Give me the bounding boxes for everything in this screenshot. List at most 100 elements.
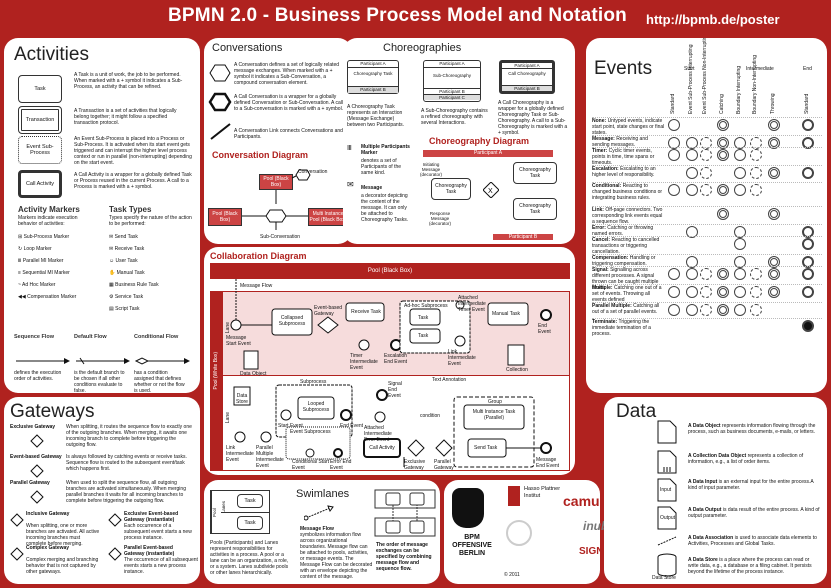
markers-list: ⊞ Sub-Process Marker ↻ Loop Marker Ⅲ Par… [18, 231, 76, 303]
event-symbol-icon [768, 137, 780, 149]
event-row-text: Catching all out of a set of parallel ev… [592, 303, 660, 315]
conversation-diagram-lines [242, 169, 311, 230]
script-task-icon: ▤ [109, 306, 116, 312]
swimlanes-pool-desc: Pools (Participants) and Lanes represent… [210, 540, 289, 576]
event-row-type: Escalation: [592, 166, 619, 172]
participant-a-header: Participant A [423, 150, 553, 157]
event-symbol-icon [802, 226, 814, 238]
choreography-task-upper: Choreography Task [513, 162, 557, 184]
logos-panel: BPM OFFENSIVE BERLIN Hasso Plattner Inst… [444, 480, 600, 584]
call-activity-desc: A Call Activity is a wrapper for a globa… [74, 172, 192, 190]
collaboration-title: Collaboration Diagram [210, 251, 307, 261]
participant-b-footer: Participant B [493, 234, 553, 240]
activities-title: Activities [14, 44, 89, 65]
group-label: Group [488, 399, 502, 405]
event-symbol-icon [750, 286, 762, 298]
event-symbol-icon [668, 268, 680, 280]
event-symbol-icon [668, 304, 680, 316]
call-conversation-desc: A Call Conversation is a wrapper for a g… [234, 94, 344, 112]
type-item: ▤ Script Task [109, 303, 159, 315]
service-task-icon: ⚙ [109, 294, 115, 300]
event-symbol-icon [802, 137, 814, 149]
event-row-text: Receiving and sending messages. [592, 136, 648, 148]
event-row-divider [592, 236, 822, 237]
event-row-type: Conditional: [592, 183, 622, 189]
message-start-event-label: Message Start Event [226, 335, 251, 347]
event-row-text: Catching or throwing named errors. [592, 225, 654, 237]
data-item-text: is an external input for the entire proc… [688, 479, 814, 491]
event-symbol-icon [768, 119, 780, 131]
manual-task-label: Manual Task [492, 311, 520, 317]
event-row-text: Signalling across different processes. A… [592, 267, 659, 291]
event-symbol-icon [668, 149, 680, 161]
marker-item: ≡ Sequential MI Marker [18, 267, 76, 279]
event-symbol-icon [802, 256, 814, 268]
event-symbol-icon [750, 137, 762, 149]
data-output-icon [657, 506, 677, 530]
conversation-label: Conversation [298, 169, 328, 175]
event-subprocess-shape: Event Sub-Process [18, 136, 62, 164]
type-label: Receive Task [114, 246, 145, 252]
text-annotation-label: Text Annotation [432, 377, 467, 383]
subprocess-label: Subprocess [300, 379, 327, 385]
gateway-icon [10, 513, 24, 527]
sub-conversation-label: Sub-Conversation [260, 234, 301, 240]
gateway-desc: The occurrence of all subsequent events … [124, 557, 198, 575]
gateway-title: Inclusive Gateway [26, 511, 70, 517]
call-activity-shape: Call Activity [18, 170, 62, 198]
poster-url[interactable]: http://bpmb.de/poster [646, 12, 780, 27]
marker-label: Sub-Process Marker [23, 234, 70, 240]
adhoc-task-lower-label: Task [418, 333, 429, 339]
marker-item: ⊞ Sub-Process Marker [18, 231, 76, 243]
event-symbol-icon [717, 184, 729, 196]
participant-a-band: Participant A [502, 63, 552, 69]
gateway-icon [30, 464, 44, 478]
event-symbol-icon [750, 184, 762, 196]
type-label: Script Task [115, 306, 140, 312]
type-item: ▦ Business Rule Task [109, 279, 159, 291]
marker-label: Sequential MI Marker [22, 270, 70, 276]
event-row-divider [592, 117, 822, 118]
event-row-type: Multiple: [592, 285, 613, 291]
partner-seal-logo [506, 520, 532, 546]
start-event-label: Start Event [278, 423, 303, 429]
transaction-shape: Transaction [18, 106, 62, 134]
conversation-diagram-title: Conversation Diagram [212, 150, 309, 160]
data-icons [657, 420, 677, 577]
type-label: Business Rule Task [115, 282, 159, 288]
event-row-text: Escalating to an higher level of respons… [592, 166, 656, 178]
event-symbol-icon [717, 286, 729, 298]
data-panel: Data Input Output Data Store A Data Obje… [604, 397, 827, 584]
gateway-icon [108, 513, 122, 527]
message-flow-icon [304, 505, 334, 521]
event-symbol-icon [717, 149, 729, 161]
event-row-desc: Escalation: Escalating to an higher leve… [592, 166, 666, 178]
event-symbol-icon [750, 167, 762, 179]
gateway-title: Parallel Event-based Gateway (instantiat… [124, 545, 175, 557]
message-flow-desc: symbolizes information flow across organ… [300, 532, 373, 580]
ad-hoc-marker-icon: ~ [18, 282, 23, 288]
copyright: © 2011 [504, 572, 520, 578]
event-row-desc: Message: Receiving and sending messages. [592, 136, 666, 148]
mi-task-label: Multi Instance Task (Parallel) [472, 409, 516, 421]
message-order-icon [374, 489, 436, 537]
event-col-header: Boundary Non-Interrupting [752, 55, 758, 114]
call-activity-label: Call Activity [369, 445, 395, 451]
gateway-title: Exclusive Gateway [10, 424, 56, 430]
event-symbol-icon [734, 226, 746, 238]
message-end-label: Message End Event [536, 457, 560, 469]
sequential-mi-marker-icon: ≡ [18, 270, 23, 276]
data-item-title: A Data Store [688, 557, 718, 563]
data-item-desc: A Data Store is a place where the proces… [688, 557, 820, 575]
event-symbol-icon [668, 119, 680, 131]
event-symbol-icon [700, 184, 712, 196]
task-types-title: Task Types [109, 205, 152, 214]
event-symbol-icon [700, 167, 712, 179]
event-row-divider [592, 165, 822, 166]
response-message-label: Response Message (decorator) [423, 210, 457, 226]
looped-subprocess-label: Looped Subprocess [302, 401, 330, 413]
event-symbol-icon [686, 167, 698, 179]
event-symbol-icon [768, 268, 780, 280]
data-input-icon [657, 478, 677, 502]
event-row-divider [592, 224, 822, 225]
